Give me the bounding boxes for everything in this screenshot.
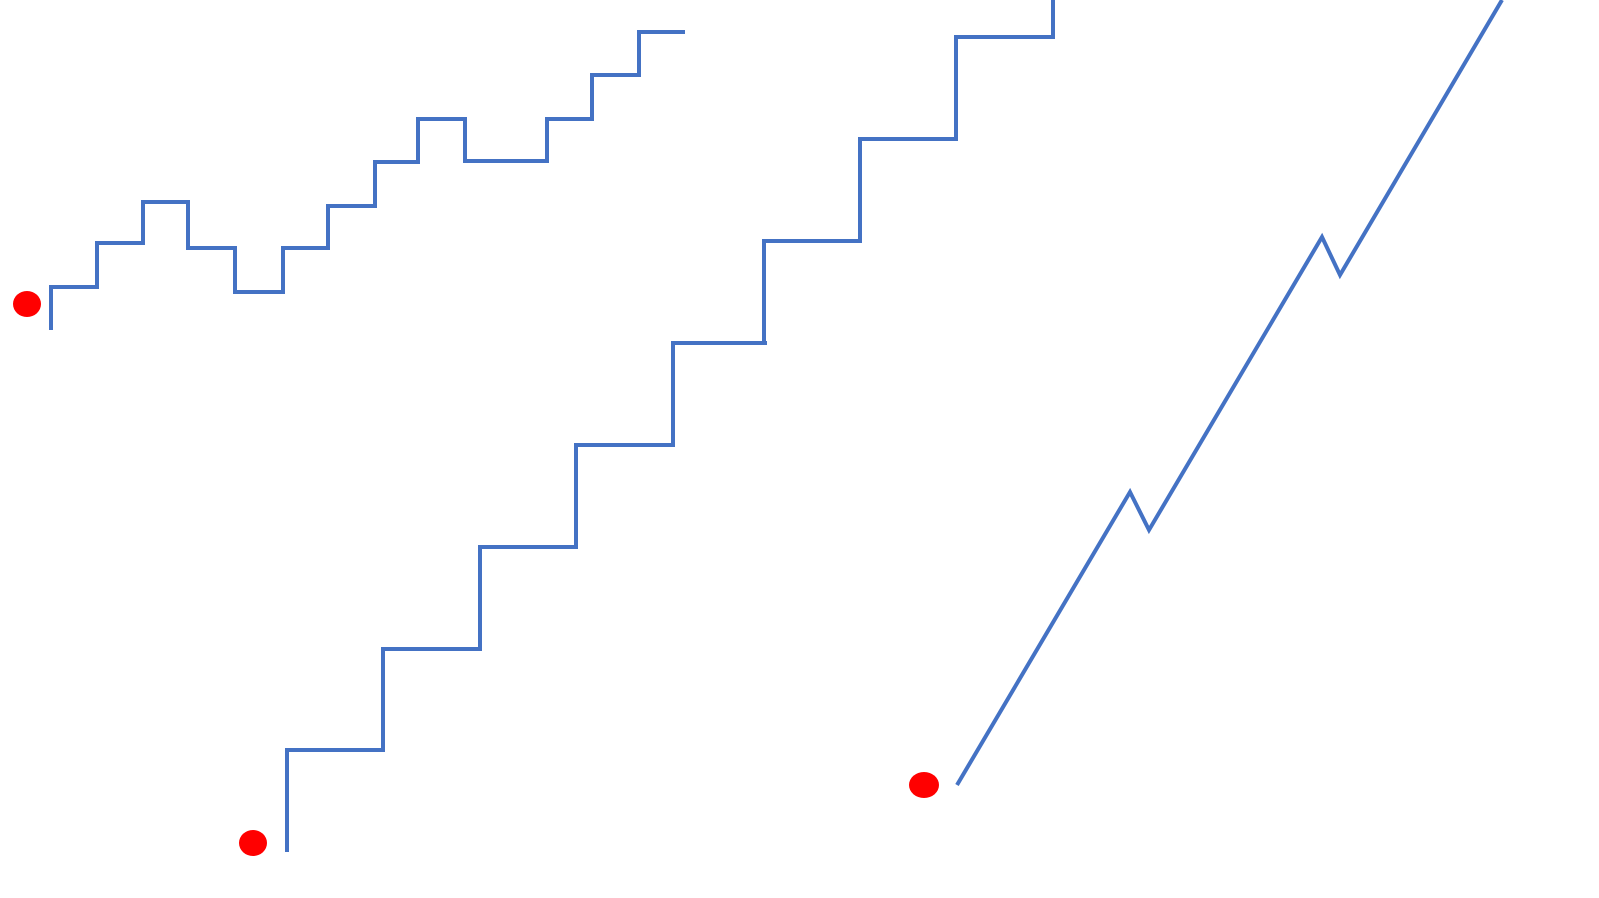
regular-staircase-line [285,0,1055,852]
irregular-staircase-diagram [13,30,685,330]
regular-staircase-diagram [239,0,1055,856]
zigzag-line-path [955,0,1504,787]
zigzag-line-diagram [909,0,1504,798]
start-marker-dot [909,772,939,798]
start-marker-dot [239,830,267,856]
start-marker-dot [13,291,41,317]
irregular-staircase-line [49,30,685,330]
